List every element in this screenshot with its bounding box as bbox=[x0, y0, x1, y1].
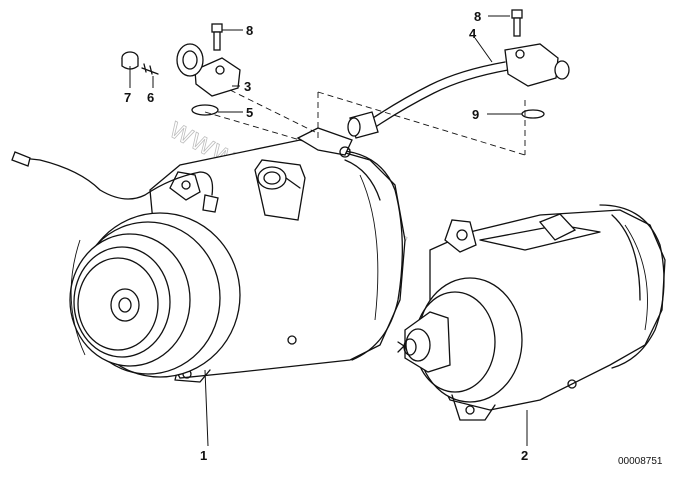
bolt-8-right bbox=[511, 9, 523, 37]
callout-7: 7 bbox=[124, 90, 131, 105]
callout-1: 1 bbox=[200, 448, 207, 463]
callout-4: 4 bbox=[469, 26, 477, 41]
assembly-line bbox=[204, 111, 301, 141]
compressor-with-clutch bbox=[11, 127, 406, 383]
connector-block bbox=[176, 43, 241, 97]
leader-line bbox=[474, 37, 493, 63]
bolt-8-left bbox=[211, 23, 223, 51]
callout-9: 9 bbox=[472, 107, 479, 122]
valve-core-6 bbox=[141, 63, 159, 75]
callout-3: 3 bbox=[244, 79, 251, 94]
assembly-line bbox=[229, 89, 316, 133]
cap-7 bbox=[121, 51, 139, 70]
callout-5: 5 bbox=[246, 105, 253, 120]
compressor-without-clutch bbox=[397, 204, 666, 421]
reference-number: 00008751 bbox=[618, 456, 663, 467]
callout-8-right: 8 bbox=[474, 9, 481, 24]
callout-6: 6 bbox=[147, 90, 154, 105]
callout-2: 2 bbox=[521, 448, 528, 463]
o-ring-5 bbox=[191, 104, 219, 116]
pressure-hose bbox=[347, 43, 570, 139]
callout-8-left: 8 bbox=[246, 23, 253, 38]
leader-line bbox=[204, 369, 209, 447]
assembly-line bbox=[317, 91, 526, 156]
